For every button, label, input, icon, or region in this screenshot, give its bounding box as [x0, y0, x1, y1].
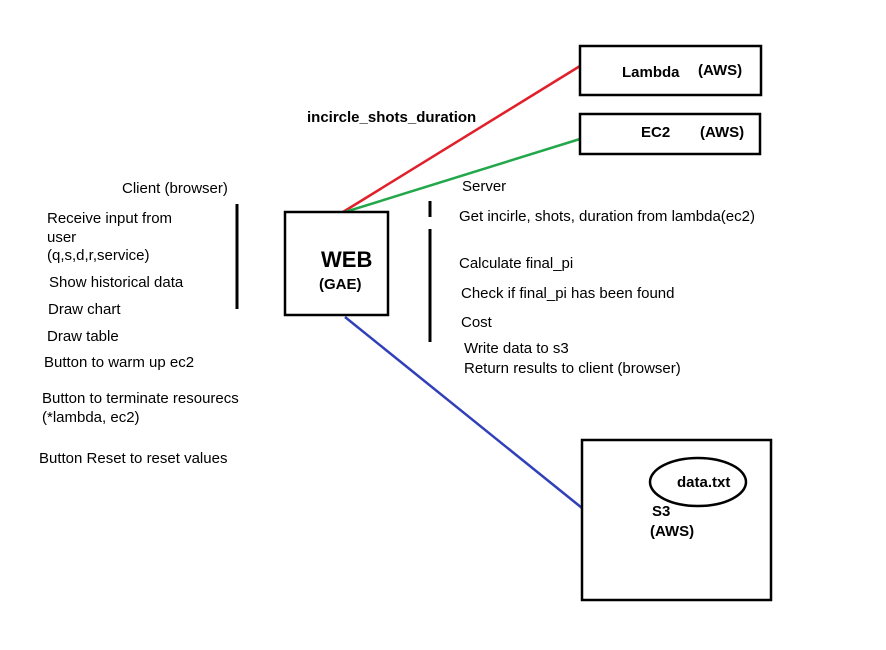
s3-box: data.txt S3 (AWS) — [580, 438, 773, 602]
ec2-label: EC2 — [641, 124, 670, 141]
server-item: Return results to client (browser) — [464, 360, 681, 377]
s3-label: S3 — [652, 503, 670, 520]
data-file-ellipse — [648, 456, 748, 508]
client-item: Button to terminate resourecs — [42, 390, 239, 407]
client-item: Show historical data — [49, 274, 184, 291]
client-item: (*lambda, ec2) — [42, 409, 140, 426]
s3-connection-line — [344, 316, 583, 509]
data-file-label: data.txt — [677, 474, 730, 491]
client-item: (q,s,d,r,service) — [47, 247, 150, 264]
client-item: Button Reset to reset values — [39, 450, 227, 467]
s3-provider: (AWS) — [650, 523, 694, 540]
server-title: Server — [462, 178, 506, 195]
client-item: Draw table — [47, 328, 119, 345]
web-label: WEB — [321, 247, 372, 272]
server-item: Cost — [461, 314, 493, 331]
server-section: Server Get incirle, shots, duration from… — [459, 178, 755, 377]
client-item: user — [47, 229, 76, 246]
server-item: Get incirle, shots, duration from lambda… — [459, 208, 755, 225]
client-item: Receive input from — [47, 210, 172, 227]
ec2-connection-line — [344, 137, 581, 214]
lambda-label: Lambda — [622, 64, 680, 81]
web-sublabel: (GAE) — [319, 276, 362, 293]
server-item: Write data to s3 — [464, 340, 569, 357]
ec2-box: EC2 (AWS) — [578, 112, 762, 156]
lambda-box: Lambda (AWS) — [578, 44, 763, 97]
lambda-connection-line — [342, 64, 581, 214]
lambda-provider: (AWS) — [698, 62, 742, 79]
connection-label: incircle_shots_duration — [307, 109, 476, 126]
ec2-provider: (AWS) — [700, 124, 744, 141]
client-section: Client (browser) Receive input from user… — [39, 180, 239, 467]
server-item: Check if final_pi has been found — [461, 285, 674, 302]
client-item: Button to warm up ec2 — [44, 354, 194, 371]
client-item: Draw chart — [48, 301, 121, 318]
server-item: Calculate final_pi — [459, 255, 573, 272]
client-title: Client (browser) — [122, 180, 228, 197]
web-box: WEB (GAE) — [283, 210, 390, 317]
